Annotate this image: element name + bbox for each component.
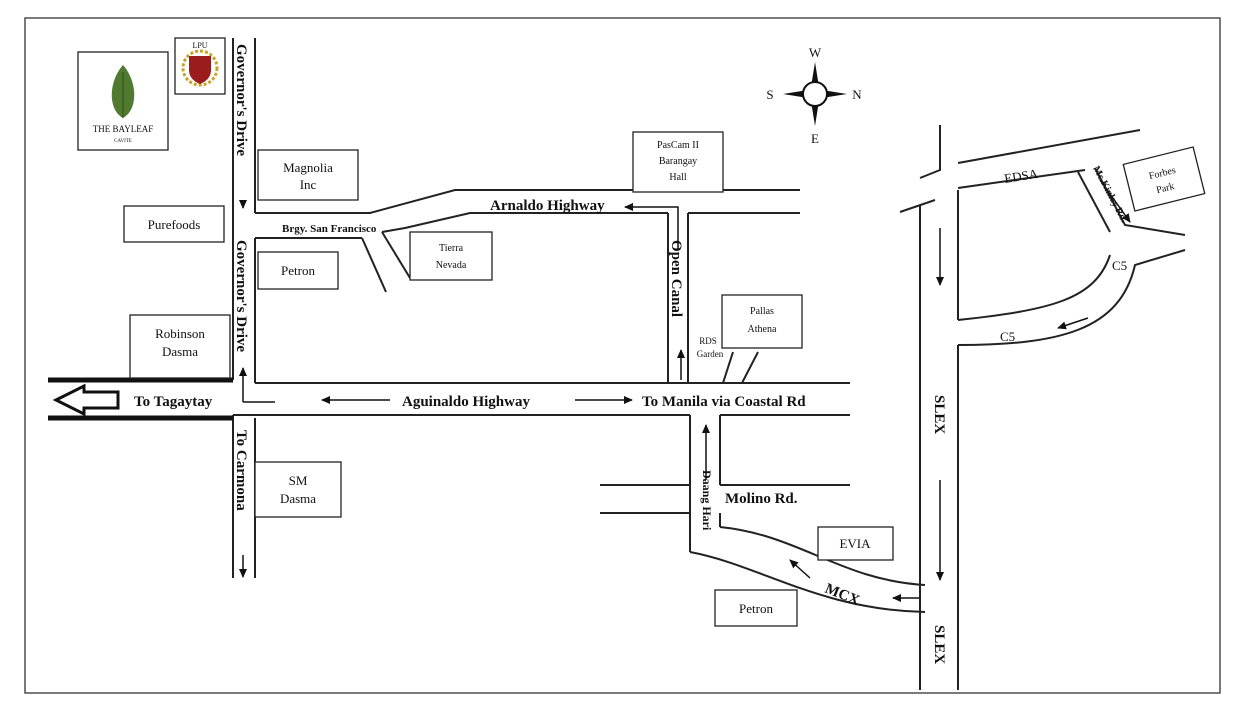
svg-text:Hall: Hall — [669, 172, 686, 183]
label-arnaldo-highway: Arnaldo Highway — [490, 198, 605, 214]
landmark-tierra-nevada: Tierra Nevada — [409, 231, 493, 281]
open-canal-road — [667, 213, 759, 384]
label-to-carmona: To Carmona — [233, 430, 249, 511]
bayleaf-logo: THE BAYLEAF CAVITE — [77, 51, 169, 151]
label-to-tagaytay: To Tagaytay — [134, 394, 213, 410]
label-mcx: MCX — [823, 581, 862, 609]
landmark-pallas-athena: Pallas Athena — [721, 294, 803, 349]
governors-drive-road — [232, 38, 256, 578]
svg-text:CAVITE: CAVITE — [114, 139, 132, 144]
map-frame — [24, 17, 1221, 694]
compass-rose: W E S N — [766, 45, 862, 146]
svg-text:Park: Park — [1155, 181, 1175, 196]
svg-text:Petron: Petron — [281, 263, 315, 278]
compass-east: E — [811, 131, 819, 146]
label-molino-rd: Molino Rd. — [725, 491, 798, 507]
landmark-rds-garden-2: Garden — [697, 349, 724, 359]
label-daang-hari: Daang Hari — [700, 470, 714, 531]
landmark-petron-south: Petron — [714, 589, 798, 627]
label-open-canal: Open Canal — [668, 240, 684, 317]
svg-text:PasCam II: PasCam II — [657, 140, 699, 151]
landmark-magnolia: Magnolia Inc — [257, 149, 359, 201]
landmark-forbes-park: Forbes Park — [1122, 146, 1206, 212]
svg-text:Nevada: Nevada — [436, 260, 467, 271]
aguinaldo-highway-road — [233, 382, 850, 416]
landmark-robinson: Robinson Dasma — [129, 314, 231, 379]
compass-south: S — [766, 87, 773, 102]
svg-text:Inc: Inc — [300, 177, 317, 192]
label-c5-bottom: C5 — [1000, 329, 1015, 344]
compass-north: N — [852, 87, 862, 102]
svg-text:EVIA: EVIA — [839, 536, 871, 551]
label-edsa: EDSA — [1003, 166, 1039, 186]
landmark-sm-dasma: SM Dasma — [254, 461, 342, 518]
svg-text:Pallas: Pallas — [750, 306, 774, 317]
label-brgy-san-francisco: Brgy. San Francisco — [282, 223, 377, 235]
label-c5-top: C5 — [1112, 258, 1127, 273]
lpu-logo: LPU — [174, 37, 226, 95]
to-tagaytay-road — [48, 377, 233, 421]
label-aguinaldo-highway: Aguinaldo Highway — [402, 394, 530, 410]
compass-west: W — [809, 45, 822, 60]
landmark-petron-north: Petron — [257, 251, 339, 290]
laurel-icon — [181, 49, 219, 87]
arnaldo-highway-road — [255, 189, 800, 293]
svg-text:THE BAYLEAF: THE BAYLEAF — [93, 124, 153, 134]
svg-text:Magnolia: Magnolia — [283, 160, 333, 175]
label-slex-top: SLEX — [931, 395, 947, 434]
svg-text:Barangay: Barangay — [659, 156, 697, 167]
to-tagaytay-arrow — [52, 383, 120, 417]
landmark-rds-garden: RDS — [699, 336, 717, 346]
svg-text:Petron: Petron — [739, 601, 773, 616]
label-governors-drive-mid: Governor's Drive — [233, 240, 249, 352]
label-slex-bottom: SLEX — [931, 625, 947, 664]
svg-text:Dasma: Dasma — [162, 344, 198, 359]
landmark-barangay-hall: PasCam II Barangay Hall — [632, 131, 724, 193]
svg-text:Purefoods: Purefoods — [148, 217, 201, 232]
svg-text:Tierra: Tierra — [439, 243, 464, 254]
svg-text:Robinson: Robinson — [155, 326, 205, 341]
landmark-evia: EVIA — [817, 526, 894, 561]
svg-text:SM: SM — [289, 473, 308, 488]
daang-hari-road — [600, 415, 926, 613]
svg-text:Dasma: Dasma — [280, 491, 316, 506]
landmark-purefoods: Purefoods — [123, 205, 225, 243]
label-governors-drive-top: Governor's Drive — [233, 44, 249, 156]
svg-text:LPU: LPU — [192, 41, 207, 50]
svg-text:Athena: Athena — [748, 324, 777, 335]
label-to-manila: To Manila via Coastal Rd — [642, 394, 806, 410]
crest-icon — [189, 56, 211, 84]
label-mckinley: Mc Kinley Rd. — [1090, 164, 1129, 225]
